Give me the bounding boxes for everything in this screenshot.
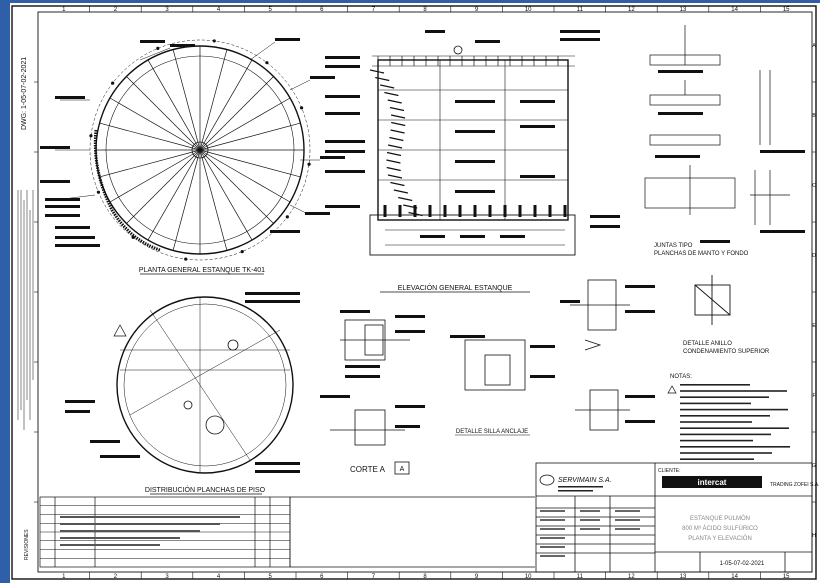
grid-letter: A [812, 43, 816, 49]
grid-number: 6 [320, 574, 324, 580]
angle-detail-title-2: CONDENAMIENTO SUPERIOR [683, 349, 770, 355]
joints-title-1: JUNTAS TIPO [654, 243, 693, 249]
grid-number: 8 [423, 7, 427, 13]
grid-number: 10 [525, 574, 532, 580]
plan-view: PLANTA GENERAL ESTANQUE TK-401 [40, 38, 345, 275]
floor-plates-title: DISTRIBUCIÓN PLANCHAS DE PISO [145, 485, 266, 494]
section-label: CORTE A [350, 465, 386, 474]
grid-letter: D [812, 253, 816, 259]
grid-number: 14 [731, 7, 738, 13]
grid-letter: G [812, 463, 816, 469]
client-name: TRADING ZOFEI S.A. [770, 482, 819, 488]
grid-number: 4 [217, 7, 221, 13]
outer-border [11, 5, 817, 580]
project-line-2: 800 M³ ÁCIDO SULFÚRICO [682, 525, 758, 532]
grid-number: 2 [114, 574, 118, 580]
grid-letter: H [812, 533, 816, 539]
notes-header: NOTAS: [670, 374, 692, 380]
side-drawing-code: DWG: 1-05-07-02-2021 [21, 57, 28, 130]
notes-lines [680, 384, 790, 460]
grid-number: 13 [680, 574, 687, 580]
grid-number: 12 [628, 7, 635, 13]
joints-title-2: PLANCHAS DE MANTO Y FONDO [654, 251, 749, 257]
section-marker: A [394, 461, 410, 475]
angle-ring-detail [694, 275, 731, 325]
elevation-view: ELEVACIÓN GENERAL ESTANQUE [325, 30, 620, 293]
svg-text:intercat: intercat [698, 478, 727, 487]
grid-number: 11 [577, 7, 584, 13]
grid-letter: B [812, 113, 816, 119]
grid-number: 1 [62, 574, 66, 580]
revision-block-label: REVISIONES [24, 529, 30, 560]
joints-details [644, 25, 790, 225]
grid-number: 7 [372, 574, 376, 580]
floor-plates-view: DISTRIBUCIÓN PLANCHAS DE PISO [65, 292, 300, 495]
grid-number: 10 [525, 7, 532, 13]
section-details [330, 279, 630, 446]
grid-letter: F [812, 393, 815, 399]
title-block [535, 462, 813, 573]
grid-number: 12 [628, 574, 635, 580]
grid-number: 6 [320, 7, 324, 13]
left-color-strip [0, 0, 10, 583]
project-line-3: PLANTA Y ELEVACIÓN [688, 535, 752, 542]
warning-icon [667, 385, 677, 394]
grid-reference-left [34, 81, 38, 503]
svg-text:A: A [400, 466, 405, 473]
grid-number: 8 [423, 574, 427, 580]
grid-number: 3 [165, 7, 169, 13]
company-name: SERVIMAIN S.A. [558, 477, 612, 484]
grid-number: 15 [783, 574, 790, 580]
grid-number: 11 [577, 574, 584, 580]
plan-view-title: PLANTA GENERAL ESTANQUE TK-401 [139, 267, 265, 274]
grid-reference-right: A B C D E F G H [812, 43, 816, 539]
top-color-strip [0, 0, 820, 3]
grid-number: 15 [783, 7, 790, 13]
client-label: CLIENTE: [658, 468, 681, 474]
warning-icon [113, 324, 127, 337]
grid-number: 4 [217, 574, 221, 580]
side-note-lines [17, 190, 34, 430]
anchor-detail-title: DETALLE SILLA ANCLAJE [456, 429, 528, 435]
client-logo: intercat [662, 476, 762, 488]
grid-number: 9 [475, 574, 479, 580]
grid-number: 9 [475, 7, 479, 13]
grid-number: 2 [114, 7, 118, 13]
grid-letter: C [812, 183, 816, 189]
grid-number: 7 [372, 7, 376, 13]
grid-number: 5 [269, 7, 273, 13]
grid-number: 5 [269, 574, 273, 580]
grid-letter: E [812, 323, 816, 329]
drawing-number: 1-05-07-02-2021 [720, 561, 765, 567]
elevation-view-title: ELEVACIÓN GENERAL ESTANQUE [398, 283, 513, 292]
grid-number: 3 [165, 574, 169, 580]
grid-number: 1 [62, 7, 66, 13]
project-line-1: ESTANQUE PULMÓN [690, 515, 750, 522]
angle-detail-title-1: DETALLE ANILLO [683, 341, 732, 347]
grid-number: 14 [731, 574, 738, 580]
grid-number: 13 [680, 7, 687, 13]
